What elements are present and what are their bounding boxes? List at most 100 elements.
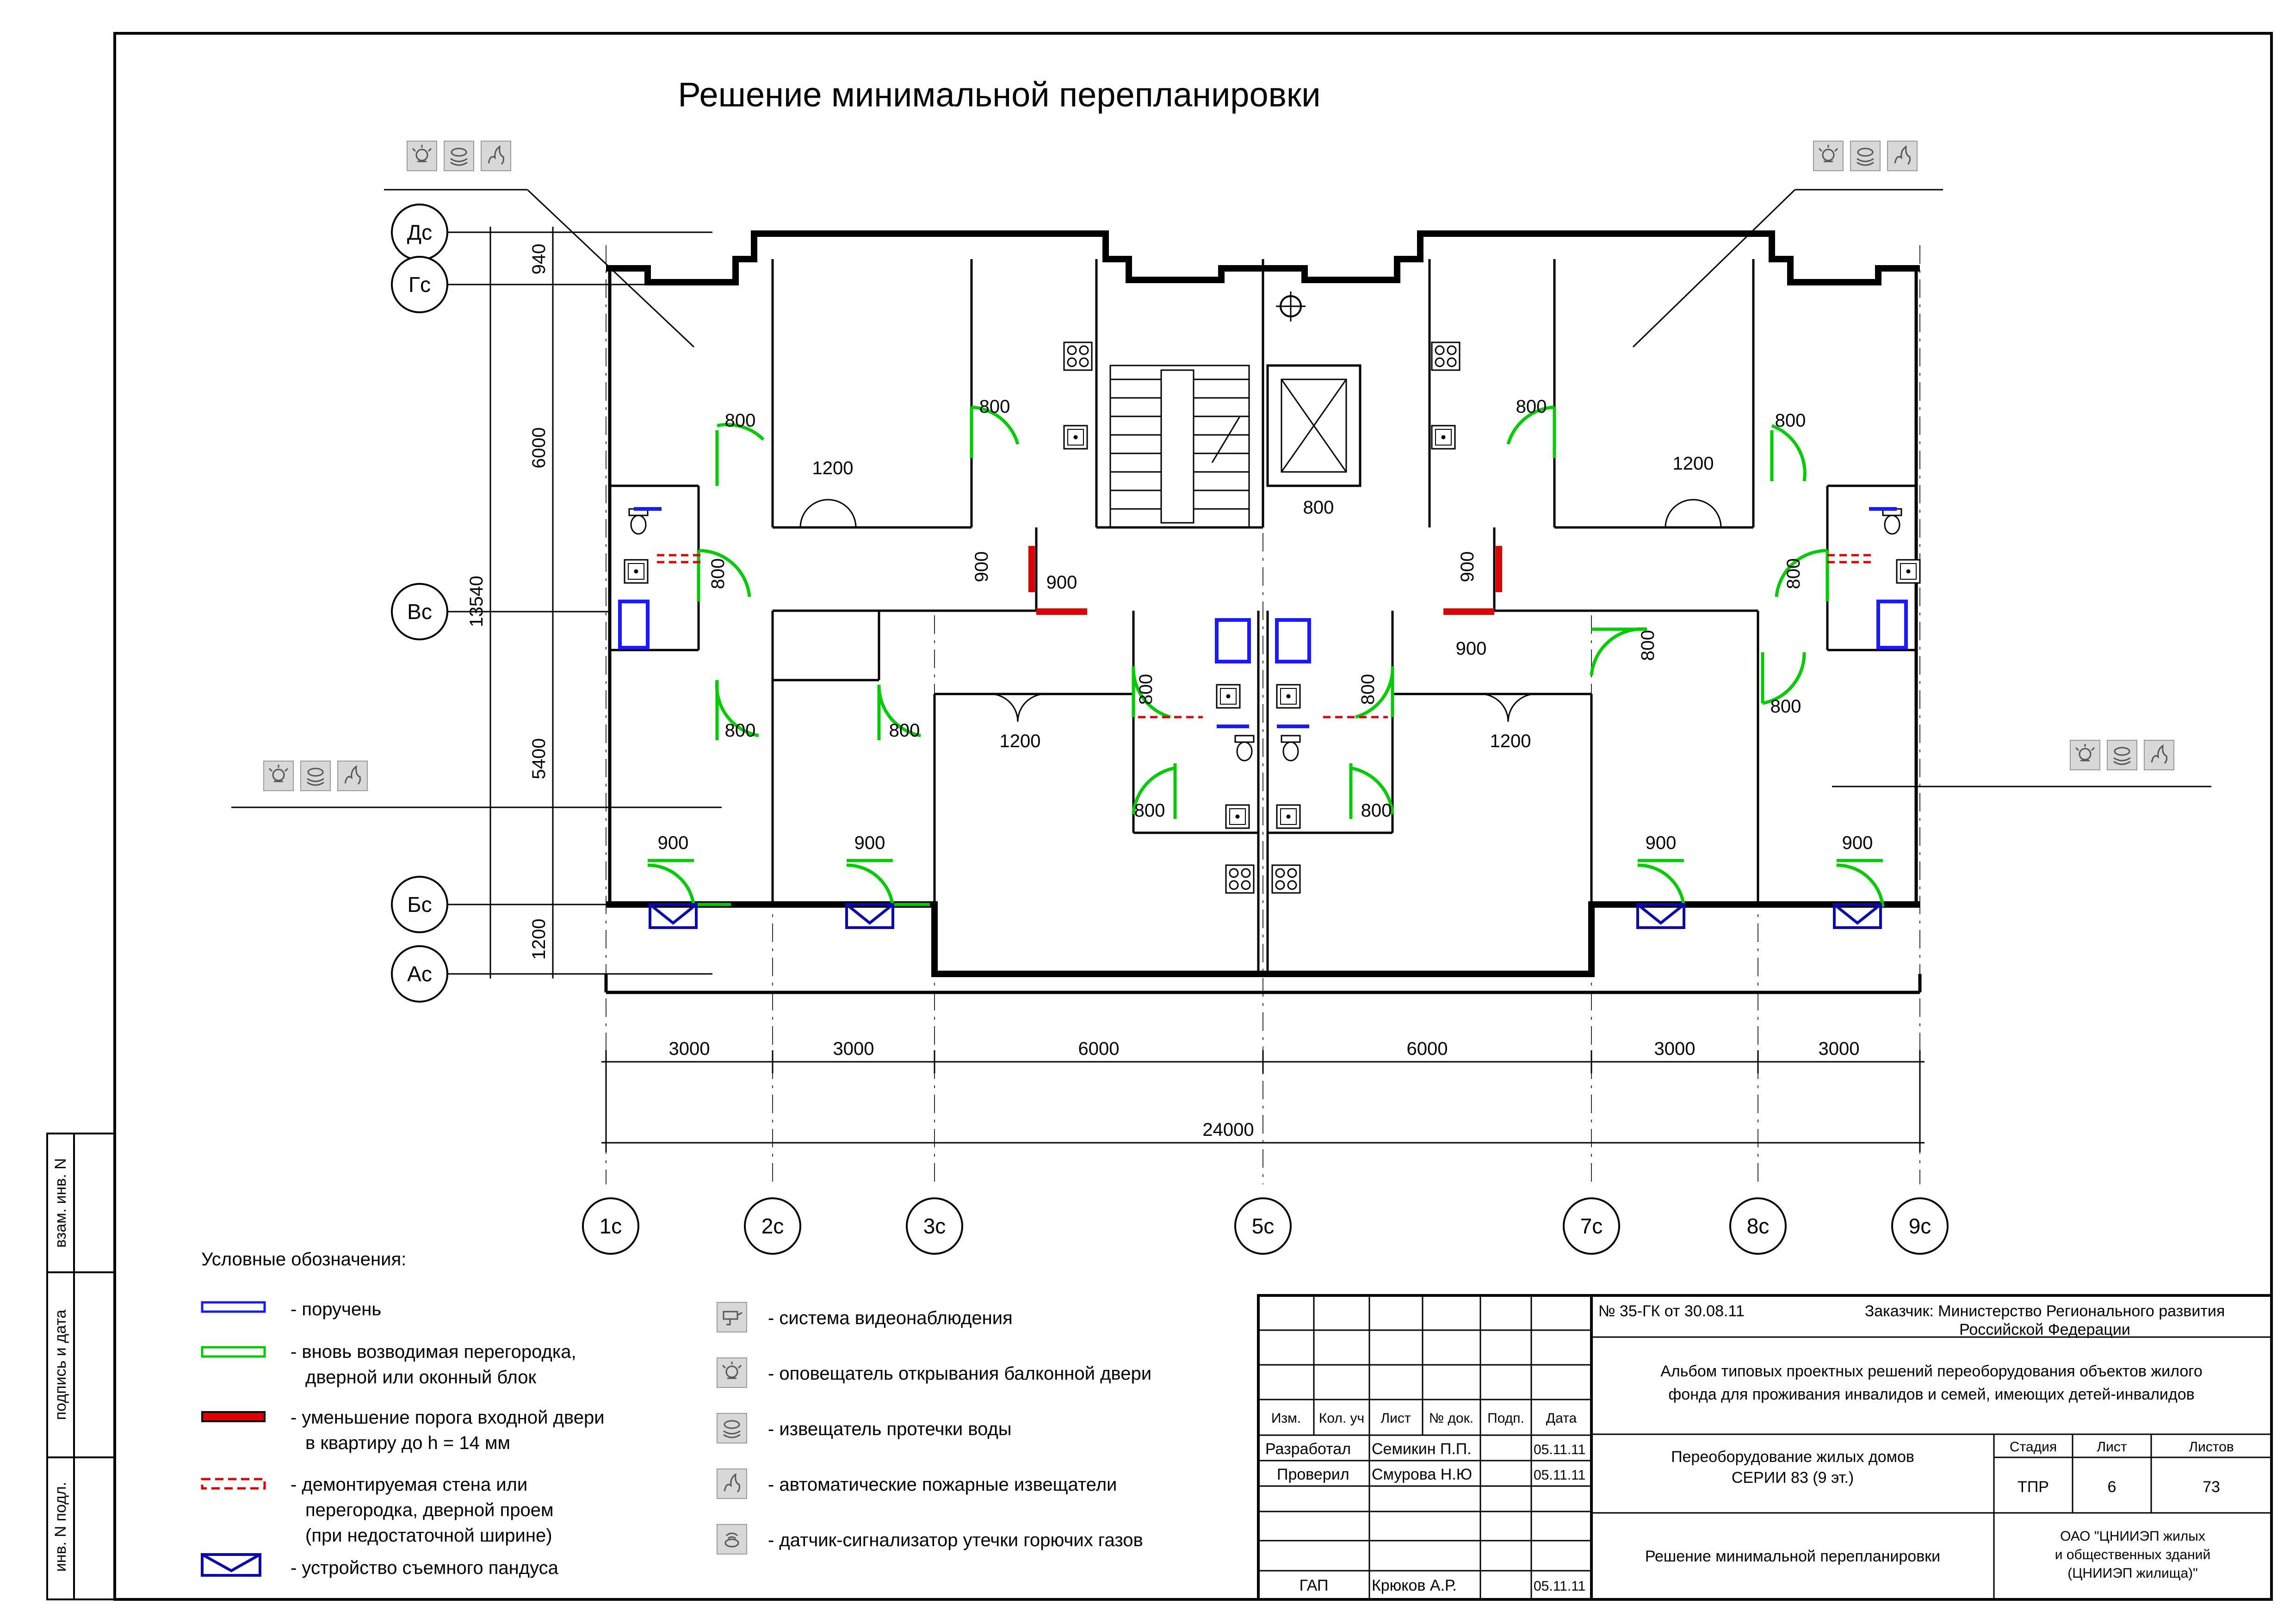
opening-900: 900 — [1457, 551, 1478, 582]
tb-customer-2: Российской Федерации — [1959, 1321, 2130, 1338]
tb-project-1: Переоборудование жилых домов — [1671, 1448, 1914, 1466]
row-axis-markers — [391, 204, 448, 1003]
tb-album-2: фонда для проживания инвалидов и семей, … — [1668, 1386, 2194, 1403]
demolish-symbol — [201, 1478, 266, 1490]
axis-row-bs: Бс — [407, 892, 432, 917]
binding-strip: взам. инв. N подпись и дата инв. N подл. — [46, 1133, 116, 1600]
dim-1200: 1200 — [529, 919, 549, 960]
handrails — [618, 507, 1908, 728]
title-block — [1257, 1294, 2273, 1601]
water-leak-icon — [716, 1412, 748, 1444]
opening-800: 800 — [1361, 800, 1392, 821]
vertical-dimensions — [483, 227, 560, 979]
tb-sheet: 6 — [2108, 1478, 2117, 1496]
legend-text-partition-1: - вновь возводимая перегородка, — [291, 1342, 576, 1362]
axis-row-gs: Гс — [408, 273, 431, 297]
opening-800: 800 — [889, 720, 920, 741]
tb-name-gap: Крюков А.Р. — [1372, 1577, 1457, 1594]
opening-900: 900 — [1646, 833, 1677, 853]
fire-detector-icon — [716, 1468, 748, 1499]
tb-name-developer: Семикин П.П. — [1372, 1440, 1472, 1458]
opening-800: 800 — [1783, 558, 1804, 589]
horizontal-dimensions — [601, 1050, 1925, 1152]
opening-1200: 1200 — [1490, 731, 1531, 751]
tb-h-sheet: Лист — [2097, 1439, 2127, 1455]
new-partitions — [647, 405, 1885, 907]
axis-col-9c: 9с — [1909, 1214, 1931, 1238]
dim-5400: 5400 — [529, 738, 549, 780]
legend-text-handrail: - поручень — [291, 1299, 381, 1319]
sensor-group-top-left — [406, 140, 512, 172]
double-doors — [799, 499, 1722, 722]
title-block-text: Изм. Кол. уч Лист № док. Подп. Дата Разр… — [1265, 1302, 2234, 1594]
opening-800: 800 — [725, 410, 756, 431]
handrail-symbol — [201, 1301, 266, 1313]
tb-col-doc: № док. — [1429, 1411, 1473, 1426]
column-axis-markers — [582, 1197, 1949, 1255]
legend-text-demolish-3: (при недостаточной ширине) — [305, 1525, 552, 1546]
sensor-group-mid-right — [2069, 739, 2175, 771]
tb-col-date: Дата — [1546, 1411, 1577, 1426]
opening-900: 900 — [972, 551, 992, 582]
axis-col-2c: 2с — [761, 1214, 784, 1238]
tb-role-developer: Разработал — [1265, 1440, 1351, 1458]
legend: Условные обозначения: - поручень - вновь… — [201, 1249, 1151, 1578]
tb-org-1: ОАО "ЦНИИЭП жилых — [2060, 1529, 2205, 1544]
axis-col-3c: 3с — [923, 1214, 946, 1238]
axis-col-8c: 8с — [1747, 1214, 1770, 1238]
axis-row-as: Ас — [407, 962, 432, 986]
dim-h-1: 3000 — [669, 1039, 710, 1059]
tb-org-2: и общественных зданий — [2055, 1547, 2210, 1562]
legend-text-threshold-1: - уменьшение порога входной двери — [291, 1407, 605, 1428]
legend-title: Условные обозначения: — [201, 1249, 406, 1270]
opening-900: 900 — [1842, 833, 1873, 853]
tb-org-3: (ЦНИИЭП жилища)" — [2067, 1566, 2198, 1581]
opening-800: 800 — [1358, 674, 1378, 705]
demolished-walls — [657, 554, 1874, 719]
dim-h-2: 3000 — [833, 1039, 874, 1059]
opening-900: 900 — [1456, 638, 1487, 659]
opening-800: 800 — [1136, 674, 1156, 705]
tb-date-gap: 05.11.11 — [1534, 1579, 1585, 1594]
dim-13540: 13540 — [466, 576, 487, 627]
opening-900: 900 — [658, 833, 689, 853]
tb-col-izm: Изм. — [1271, 1411, 1301, 1426]
opening-800: 800 — [979, 396, 1010, 417]
tb-h-sheets: Листов — [2189, 1439, 2234, 1455]
legend-text-gas: - датчик-сигнализатор утечки горючих газ… — [768, 1530, 1143, 1550]
legend-text-partition-2: дверной или оконный блок — [305, 1367, 537, 1388]
tb-date-checker: 05.11.11 — [1534, 1468, 1585, 1483]
opening-800: 800 — [1770, 696, 1801, 717]
axis-row-vs: Вс — [407, 600, 432, 624]
legend-text-water: - извещатель протечки воды — [768, 1419, 1012, 1439]
opening-900: 900 — [854, 833, 885, 853]
axis-col-1c: 1с — [600, 1214, 622, 1238]
axis-col-5c: 5с — [1252, 1214, 1275, 1238]
ramps — [649, 903, 1882, 929]
opening-800: 800 — [1775, 410, 1806, 431]
dim-6000: 6000 — [529, 427, 549, 469]
opening-dimensions: 800 800 800 800 800 800 800 800 800 800 … — [658, 396, 1873, 853]
opening-800: 800 — [1303, 497, 1334, 518]
opening-800: 800 — [1134, 800, 1165, 821]
opening-800: 800 — [1516, 396, 1547, 417]
opening-1200: 1200 — [1000, 731, 1041, 751]
axis-row-ds: Дс — [407, 220, 432, 244]
tb-date-developer: 05.11.11 — [1534, 1442, 1585, 1457]
threshold-symbol — [201, 1411, 266, 1422]
opening-800: 800 — [725, 720, 756, 741]
new-partition-symbol — [201, 1346, 266, 1358]
binding-label-inv: инв. N подл. — [52, 1482, 69, 1572]
sheet-frame — [113, 32, 2273, 1601]
opening-1200: 1200 — [812, 458, 854, 478]
legend-text-balcony: - оповещатель открывания балконной двери — [768, 1363, 1151, 1384]
tb-col-kol: Кол. уч — [1319, 1411, 1364, 1426]
tb-doc-no: № 35-ГК от 30.08.11 — [1598, 1302, 1745, 1320]
dim-940: 940 — [529, 244, 549, 275]
tb-col-list: Лист — [1380, 1411, 1411, 1426]
dim-total: 24000 — [1202, 1120, 1254, 1140]
floor-plan — [231, 189, 2211, 1184]
dim-h-4: 6000 — [1407, 1039, 1448, 1059]
tb-sheets: 73 — [2203, 1478, 2220, 1496]
tb-name-checker: Смурова Н.Ю — [1372, 1466, 1472, 1483]
